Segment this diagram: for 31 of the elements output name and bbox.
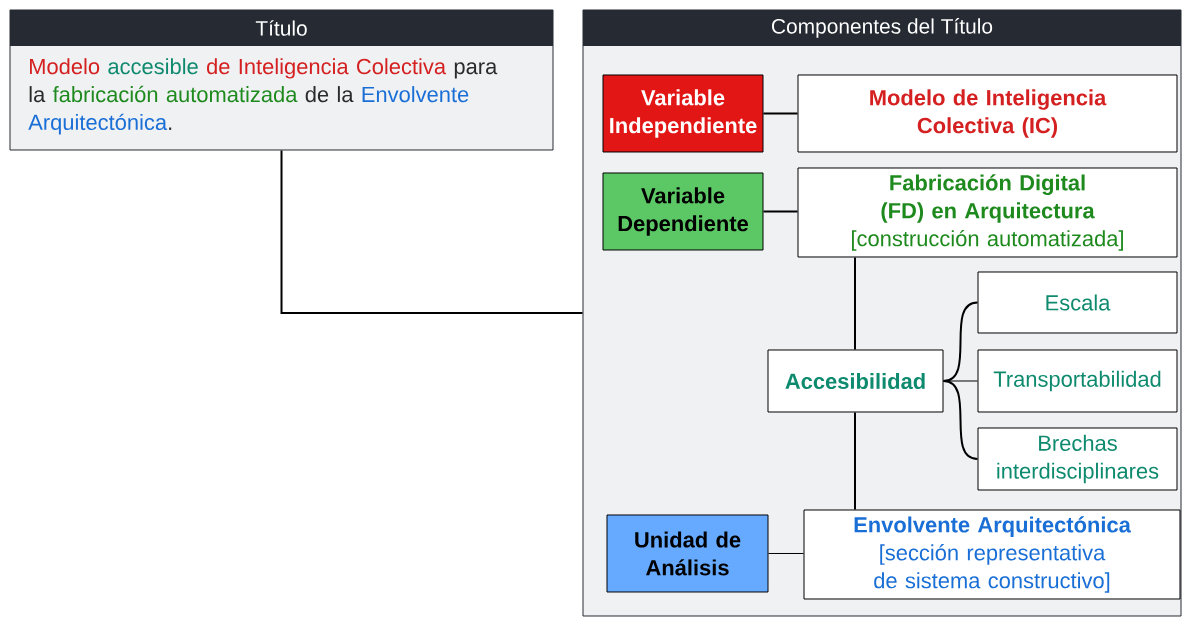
node-label: accesible xyxy=(108,58,198,75)
connector-line xyxy=(762,210,799,213)
connector-line xyxy=(768,553,804,554)
connector-line xyxy=(854,411,856,511)
node-label: para xyxy=(454,62,498,79)
variable-box: Unidad de Análisis xyxy=(606,514,769,593)
title-panel xyxy=(9,9,554,151)
panel-heading: Componentes del Título xyxy=(772,18,993,38)
factor-box: Escala xyxy=(977,271,1178,334)
variable-box: Variable Dependiente xyxy=(602,172,764,251)
connector-line xyxy=(762,112,799,115)
node-label: . xyxy=(169,127,172,130)
node-label: fabricación automatizada xyxy=(52,85,298,103)
node-label: Arquitectónica xyxy=(28,113,168,135)
connector-line xyxy=(854,256,856,351)
concept-box: Fabricación Digital (FD) en Arquitectura [construcción automatizada] xyxy=(797,167,1178,258)
node-label: Modelo xyxy=(30,58,100,75)
node-label: Envolvente xyxy=(362,86,469,103)
node-label: de Inteligencia Colectiva xyxy=(207,58,447,79)
panel-heading: Título xyxy=(255,20,307,36)
variable-box: Variable Independiente xyxy=(602,74,764,153)
connector-line xyxy=(280,149,584,314)
factor-box: Transportabilidad xyxy=(977,349,1178,413)
node-label: la xyxy=(29,86,46,103)
concept-box: Accesibilidad xyxy=(767,349,944,413)
concept-box: Envolvente Arquitectónica [sección representativa de sistema constructivo] xyxy=(803,509,1181,600)
concept-box: Modelo de Inteligencia Colectiva (IC) xyxy=(797,74,1178,153)
title-text: Modelo accesible de Inteligencia Colectiva para la fabricación automatizada de la Envolvente Arquitectónica. xyxy=(28,58,498,135)
factor-box: Brechas interdisciplinares xyxy=(977,427,1178,491)
node-label: de la xyxy=(305,86,354,103)
connector-line xyxy=(942,380,979,460)
